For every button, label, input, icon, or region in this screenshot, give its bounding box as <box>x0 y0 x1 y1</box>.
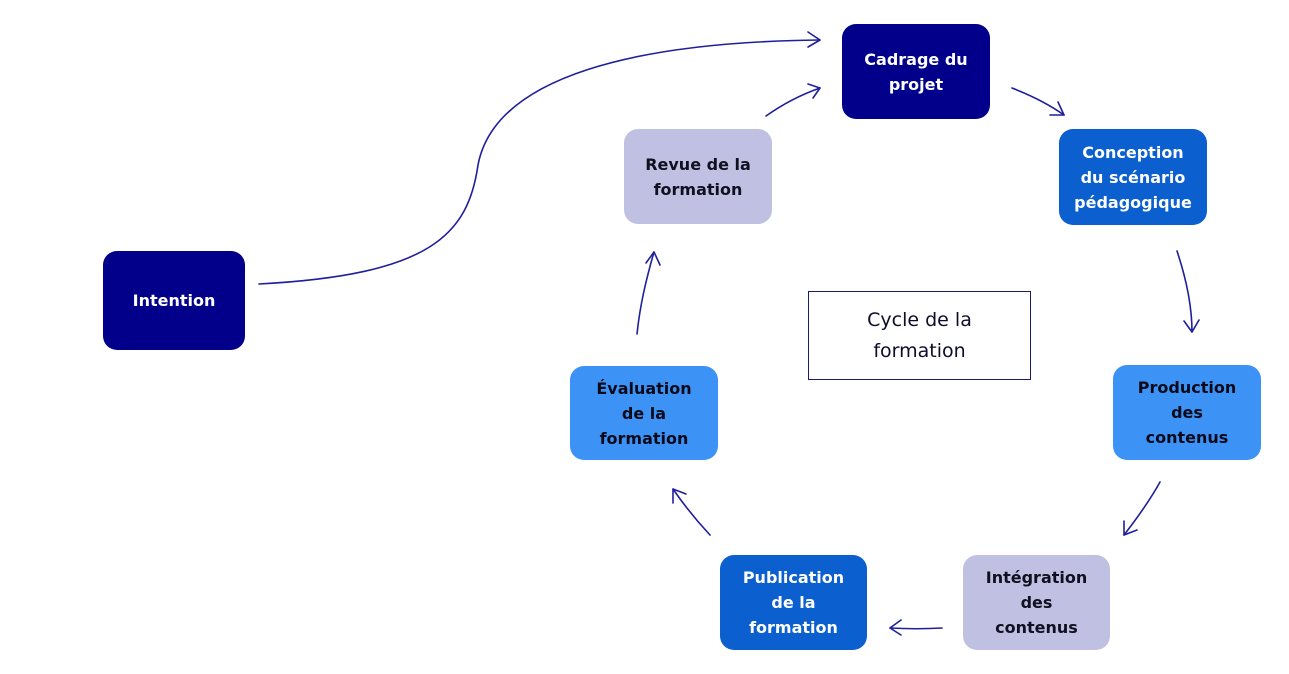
arrow-evaluation-to-revue <box>636 251 655 335</box>
node-evaluation-de-la-formation: Évaluation de la formation <box>570 366 718 460</box>
arrowhead-integration-to-publication <box>889 619 902 636</box>
arrowhead-publication-to-evaluation <box>672 488 687 504</box>
arrowhead-intention-to-cadrage <box>807 31 821 48</box>
node-revue-de-la-formation: Revue de la formation <box>624 129 772 224</box>
arrowhead-conception-to-production <box>1183 319 1200 333</box>
arrowhead-revue-to-cadrage <box>807 83 821 99</box>
node-intention-label: Intention <box>132 291 216 310</box>
arrowhead-evaluation-to-revue <box>645 251 661 266</box>
arrow-production-to-integration <box>1123 481 1161 536</box>
node-intention: Intention <box>103 251 245 350</box>
arrowhead-production-to-integration <box>1123 520 1138 536</box>
cycle-center-label-text: Cycle de la formation <box>867 308 972 362</box>
node-conception-du-scenario: Conception du scénario pédagogique <box>1059 129 1207 225</box>
node-publication-label: Publication de la formation <box>742 568 845 637</box>
node-evaluation-label: Évaluation de la formation <box>596 378 692 448</box>
node-production-des-contenus: Production des contenus <box>1113 365 1261 460</box>
arrow-conception-to-production <box>1176 250 1193 333</box>
node-integration-label: Intégration des contenus <box>985 568 1088 637</box>
arrowhead-cadrage-to-conception <box>1049 101 1065 116</box>
cycle-center-label: Cycle de la formation <box>808 291 1031 380</box>
node-cadrage-label: Cadrage du projet <box>864 49 968 94</box>
node-conception-label: Conception du scénario pédagogique <box>1074 142 1192 212</box>
arrow-integration-to-publication <box>889 627 943 630</box>
arrow-intention-to-cadrage <box>258 39 821 285</box>
arrow-publication-to-evaluation <box>672 488 711 536</box>
arrow-revue-to-cadrage <box>765 87 821 117</box>
node-production-label: Production des contenus <box>1137 378 1237 447</box>
node-integration-des-contenus: Intégration des contenus <box>963 555 1110 650</box>
node-cadrage-du-projet: Cadrage du projet <box>842 24 990 119</box>
node-revue-label: Revue de la formation <box>645 154 751 199</box>
arrow-cadrage-to-conception <box>1011 87 1065 116</box>
node-publication-de-la-formation: Publication de la formation <box>720 555 867 650</box>
